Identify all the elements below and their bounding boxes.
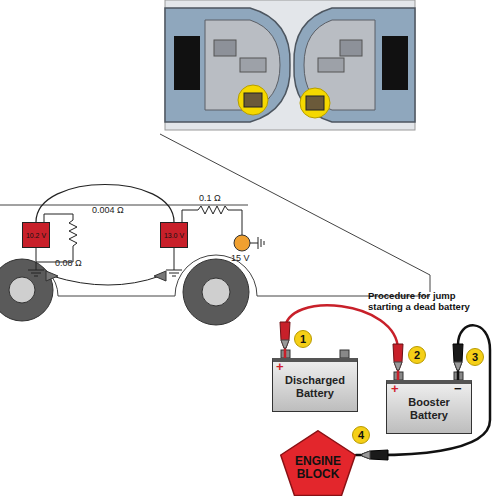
ground-symbol — [166, 248, 182, 276]
jumper-cable-black — [356, 325, 490, 455]
engine-part — [214, 40, 236, 56]
cable-clamp — [393, 344, 403, 370]
battery-symbol: 10.2 V — [22, 222, 50, 248]
cable-clamp — [362, 450, 388, 460]
pentagon-shape — [281, 431, 355, 496]
connector-line — [36, 185, 174, 223]
node-text: ENGINE BLOCK — [280, 445, 356, 481]
battery-icon — [306, 96, 324, 110]
ground-cable — [52, 276, 160, 285]
battery-post — [340, 350, 349, 358]
node-text: 10.2 V — [26, 232, 46, 239]
voltage-value: 15 V — [231, 254, 250, 263]
cars-top-view — [165, 0, 415, 130]
ground-symbol — [250, 237, 264, 249]
battery-box: Discharged Battery — [272, 358, 358, 412]
cable-clamp — [280, 322, 290, 348]
car-left — [165, 8, 290, 122]
battery-symbol: 13.0 V — [160, 222, 188, 248]
connector-line — [356, 325, 490, 455]
callout-number: 1 — [294, 330, 312, 348]
node-text: 4 — [358, 430, 364, 441]
cable-clamp — [453, 344, 463, 370]
wheel-hub — [202, 278, 230, 306]
resistor-symbol — [182, 206, 242, 235]
wheel — [183, 259, 249, 325]
engine-block-pentagon: ENGINE BLOCK — [280, 430, 356, 496]
car-right — [294, 8, 415, 122]
cable-clamp — [154, 271, 166, 281]
circuit-wire — [36, 185, 174, 223]
callout-number: 3 — [466, 348, 484, 366]
ground-symbol — [28, 248, 44, 276]
windshield — [382, 36, 408, 90]
resistor-value: 0.004 Ω — [92, 206, 124, 215]
terminal-sign: + — [391, 382, 399, 395]
node-text: 1 — [300, 334, 306, 345]
engine-part — [340, 40, 362, 56]
engine-part — [240, 58, 266, 72]
resistor-value: 0.08 Ω — [55, 259, 82, 268]
engine-part — [318, 58, 344, 72]
cable-clamp — [46, 271, 58, 281]
node-text: 2 — [414, 350, 420, 361]
battery-highlight — [238, 85, 268, 115]
node-text: 13.0 V — [164, 232, 184, 239]
procedure-title: Procedure for jump starting a dead batte… — [368, 290, 486, 313]
callout-number: 4 — [352, 426, 370, 444]
terminal-sign: − — [454, 382, 462, 395]
resistor-value: 0.1 Ω — [199, 194, 221, 203]
battery-icon — [244, 93, 262, 107]
wheel-hub — [9, 277, 35, 303]
wheel — [0, 259, 53, 321]
node-text: Discharged Battery — [275, 374, 355, 399]
callout-number: 2 — [408, 346, 426, 364]
node-text: Booster Battery — [389, 396, 469, 421]
battery-highlight — [300, 88, 330, 118]
node-text: 3 — [472, 352, 478, 363]
circuit-wires — [28, 206, 264, 285]
car-body-line — [0, 205, 248, 206]
photo-frame — [165, 0, 415, 130]
windshield — [174, 36, 200, 90]
engine-bay — [304, 20, 375, 110]
terminal-sign: + — [276, 360, 284, 373]
alternator-symbol — [234, 235, 250, 251]
